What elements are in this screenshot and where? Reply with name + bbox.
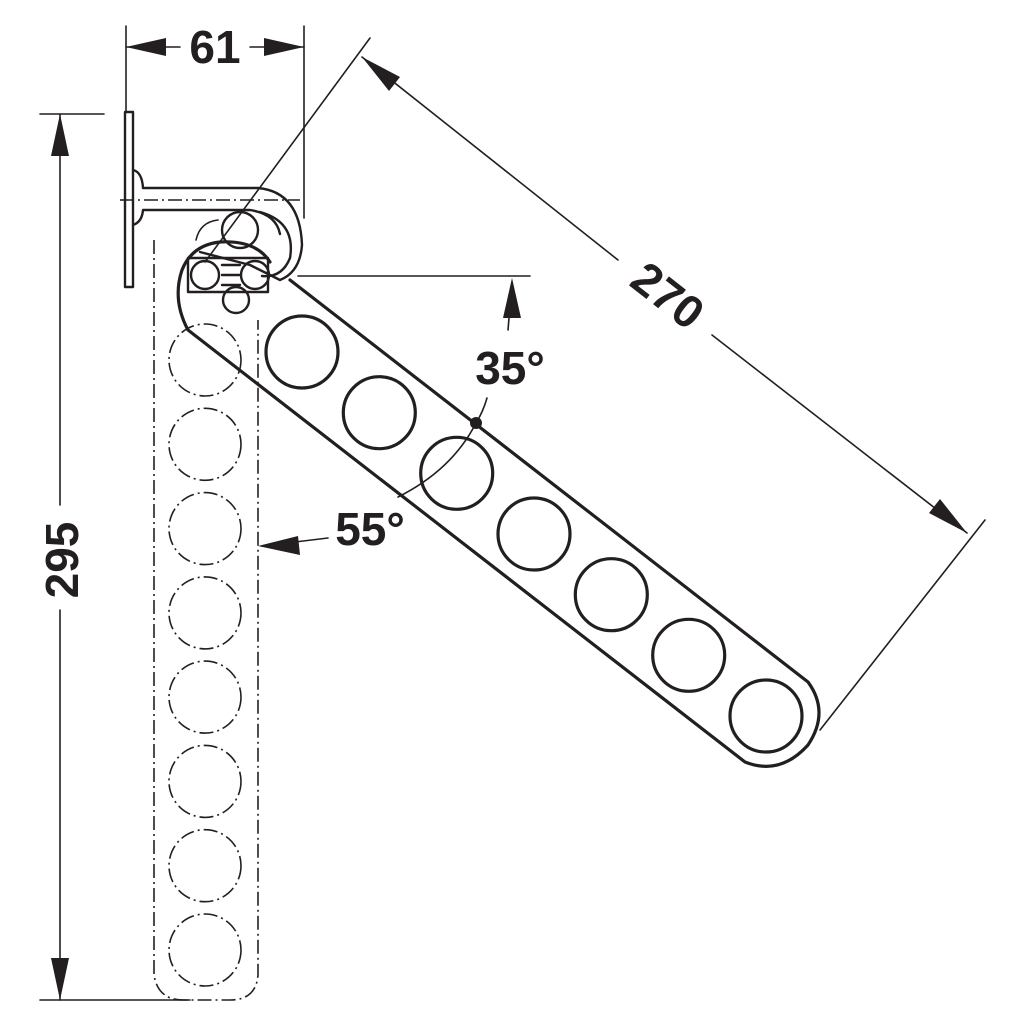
hinge-pin-left xyxy=(189,259,221,291)
stowed-hole xyxy=(168,913,242,987)
angle-35-indicator: 35° xyxy=(297,275,545,424)
stowed-hole xyxy=(168,491,242,566)
hinge-block xyxy=(186,256,270,294)
arrowhead-bottom xyxy=(51,958,69,1000)
bolt-upper xyxy=(220,210,260,250)
bracket-arm xyxy=(131,168,304,282)
stowed-hole xyxy=(168,660,242,734)
arm-hole xyxy=(728,678,804,754)
arrowhead-right xyxy=(264,38,304,56)
width-label: 61 xyxy=(189,21,240,73)
arrowhead-lower-right xyxy=(929,499,967,533)
dimension-height-295: 295 xyxy=(36,113,191,1001)
stowed-hole xyxy=(168,407,242,482)
arm-hole xyxy=(264,314,340,390)
arm-hole xyxy=(573,557,649,633)
stowed-arm-phantom xyxy=(153,240,259,1001)
bolt-lower xyxy=(221,285,251,315)
dimension-width-61: 61 xyxy=(125,21,305,219)
stowed-hole xyxy=(168,323,242,397)
wall-bracket xyxy=(120,110,304,315)
stowed-hole xyxy=(168,576,242,650)
arm-hole xyxy=(419,435,495,511)
height-label: 295 xyxy=(36,522,88,599)
length-label: 270 xyxy=(622,251,714,339)
arrowhead-top xyxy=(51,114,69,156)
stowed-arm-outline xyxy=(153,240,259,1001)
deployed-arm-outline xyxy=(176,240,821,768)
stowed-hole xyxy=(168,828,242,903)
angle-35-label: 35° xyxy=(475,342,545,394)
arrowhead-upper-left xyxy=(362,57,400,91)
arm-hole xyxy=(341,375,417,451)
arm-hole xyxy=(496,496,572,572)
stowed-hole xyxy=(168,744,242,819)
arrowhead-angle-left xyxy=(258,536,300,555)
angle-55-label: 55° xyxy=(335,503,405,555)
arrowhead-left xyxy=(126,38,166,56)
arm-hole xyxy=(651,617,727,693)
arrowhead-angle-up xyxy=(503,278,521,318)
deployed-arm xyxy=(176,240,821,768)
